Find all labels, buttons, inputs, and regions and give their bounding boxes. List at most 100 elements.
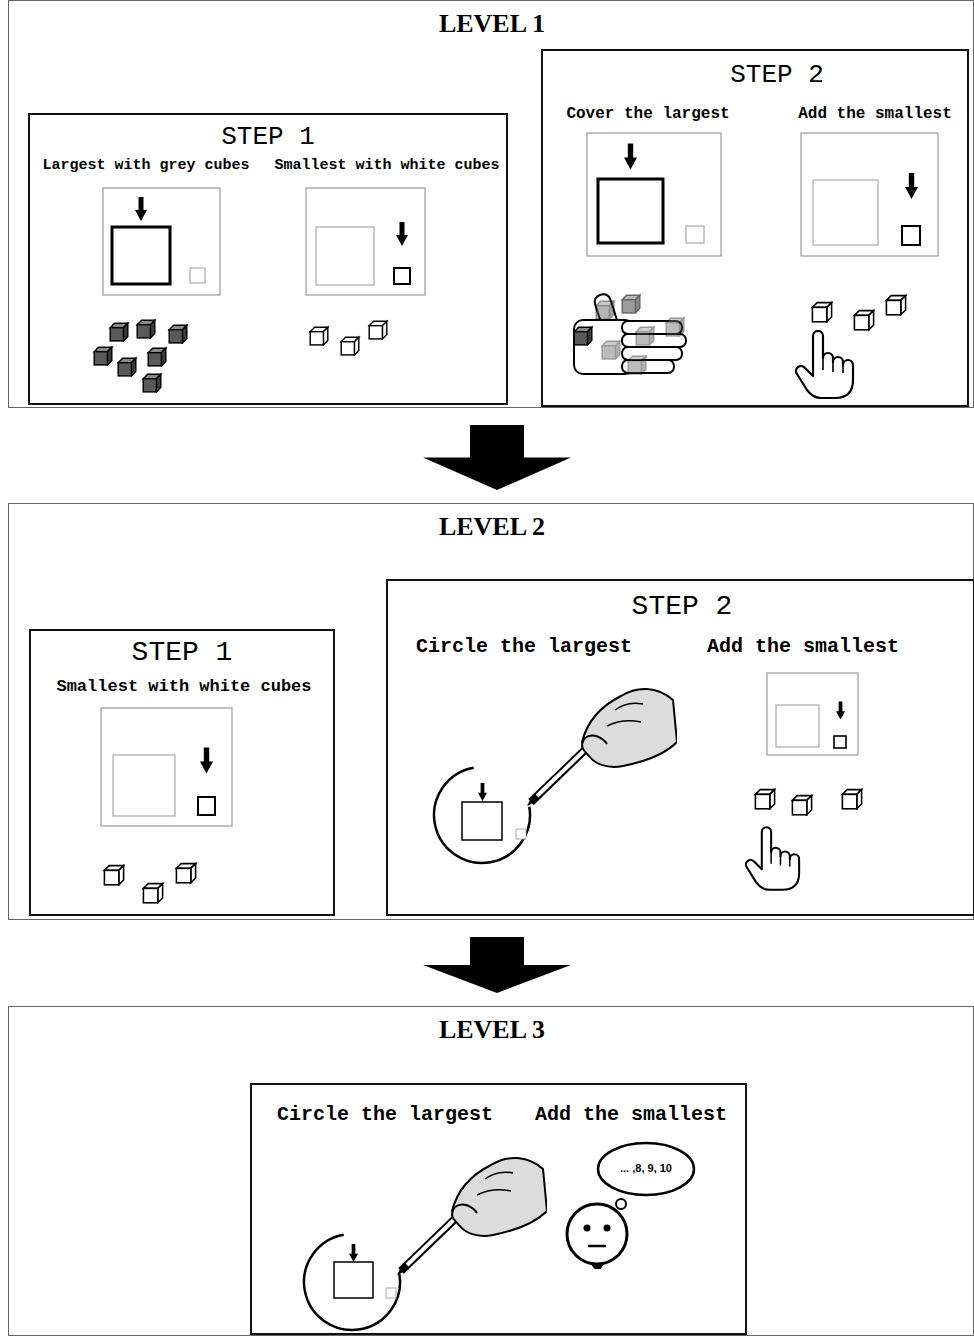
illustration-shape <box>190 268 205 283</box>
illustration-shape <box>304 1235 400 1330</box>
illustration-shape <box>94 347 112 365</box>
illustration-shape <box>369 321 387 339</box>
flat-hand-with-cubes <box>574 292 686 374</box>
instruction: Circle the largest <box>389 635 659 658</box>
card-largest <box>103 188 220 295</box>
instruction: Add the smallest <box>516 1103 746 1126</box>
illustration-shape <box>767 673 858 755</box>
level-panel: LEVEL 3 Circle the largestAdd the smalles… <box>8 1006 974 1336</box>
illustration-shape <box>110 323 128 341</box>
illustration-shape <box>624 144 637 170</box>
illustration-shape <box>813 180 878 245</box>
instruction: Largest with grey cubes <box>32 157 260 174</box>
illustration-shape <box>801 133 938 256</box>
illustration-shape <box>316 227 374 285</box>
illustration-shape <box>834 736 846 748</box>
illustration-shape <box>574 327 592 345</box>
illustration-shape <box>604 1225 611 1232</box>
illustration-shape <box>567 1204 627 1264</box>
illustration-shape <box>113 755 175 816</box>
illustration-shape <box>137 320 155 338</box>
illustration-shape <box>666 318 684 336</box>
illustration-shape <box>755 790 774 809</box>
illustration-shape <box>776 705 819 747</box>
illustration-shape <box>143 884 162 903</box>
illustration-shape <box>622 321 682 334</box>
white-cubes <box>310 321 387 355</box>
instruction: Cover the largest <box>553 105 743 123</box>
illustration-shape <box>306 188 425 295</box>
step-box: Circle the largestAdd the smallest <box>250 1083 747 1335</box>
step-box: STEP 2Cover the largestAdd the smallest <box>541 49 969 407</box>
illustration-shape <box>905 173 918 199</box>
illustration-shape <box>746 827 799 890</box>
card-add-smallest <box>801 133 938 256</box>
illustration-shape <box>462 802 502 840</box>
illustration-shape <box>622 360 674 373</box>
illustration-shape <box>310 327 328 345</box>
circle-largest-drawing <box>304 1158 547 1330</box>
instruction: Add the smallest <box>783 105 967 123</box>
card-cover-largest <box>587 133 721 256</box>
illustration-shape <box>112 227 170 284</box>
illustration-shape <box>792 796 811 815</box>
illustration-shape <box>886 296 905 315</box>
illustration-shape <box>854 311 873 330</box>
step-box: STEP 1Largest with grey cubesSmallest wi… <box>28 113 508 405</box>
illustration-shape <box>176 864 195 883</box>
block-arrow <box>423 425 571 490</box>
illustration-shape <box>169 325 187 343</box>
circle-largest-drawing <box>434 689 677 863</box>
illustration-shape <box>516 829 526 839</box>
illustration-shape <box>796 331 853 398</box>
illustration-shape <box>118 358 136 376</box>
illustration-shape <box>628 356 646 374</box>
illustration-shape <box>622 295 640 313</box>
instruction: Add the smallest <box>683 635 923 658</box>
illustration-shape <box>394 268 410 284</box>
illustration-shape <box>148 348 166 366</box>
instruction: Circle the largest <box>252 1103 518 1126</box>
heading: LEVEL 3 <box>309 1015 675 1045</box>
illustration-shape <box>584 1225 591 1232</box>
illustration-shape <box>598 1143 694 1195</box>
card-smallest <box>306 188 425 295</box>
instruction: Smallest with white cubes <box>41 677 327 697</box>
illustration-shape <box>135 197 147 221</box>
illustration-shape <box>103 188 220 295</box>
illustration-shape <box>812 303 831 322</box>
white-cubes-add <box>796 296 906 398</box>
illustration-shape <box>341 337 359 355</box>
card-add-smallest <box>746 673 862 890</box>
illustration-shape <box>622 334 686 347</box>
illustration-shape <box>143 374 161 392</box>
illustration-shape <box>842 790 861 809</box>
thought-text: ... ,8, 9, 10 <box>600 1162 692 1174</box>
illustration-shape <box>836 702 845 720</box>
heading: STEP 1 <box>84 637 280 669</box>
illustration-shape <box>686 226 704 243</box>
illustration-shape <box>574 320 634 374</box>
illustration-shape <box>602 341 620 359</box>
level-panel: LEVEL 1 STEP 1Largest with grey cubesSmal… <box>8 0 974 408</box>
step-box: STEP 2 Circle the largest Add the smallest <box>386 579 974 916</box>
illustration-shape <box>396 222 408 246</box>
illustration-shape <box>349 1244 358 1262</box>
illustration-shape <box>198 797 215 815</box>
illustration-shape <box>636 327 654 345</box>
illustration-shape <box>434 768 530 863</box>
thinking-face <box>567 1143 694 1268</box>
heading: STEP 2 <box>584 591 780 623</box>
illustration-shape <box>592 1264 603 1268</box>
grey-cubes <box>94 320 187 392</box>
card-smallest <box>101 708 232 903</box>
illustration-shape <box>616 1199 626 1209</box>
heading: LEVEL 2 <box>309 512 675 542</box>
illustration-shape <box>478 783 487 801</box>
illustration-shape <box>587 133 721 256</box>
illustration-shape <box>902 226 920 245</box>
illustration-shape <box>200 748 213 774</box>
instruction: Smallest with white cubes <box>268 157 506 174</box>
heading: LEVEL 1 <box>309 9 675 39</box>
